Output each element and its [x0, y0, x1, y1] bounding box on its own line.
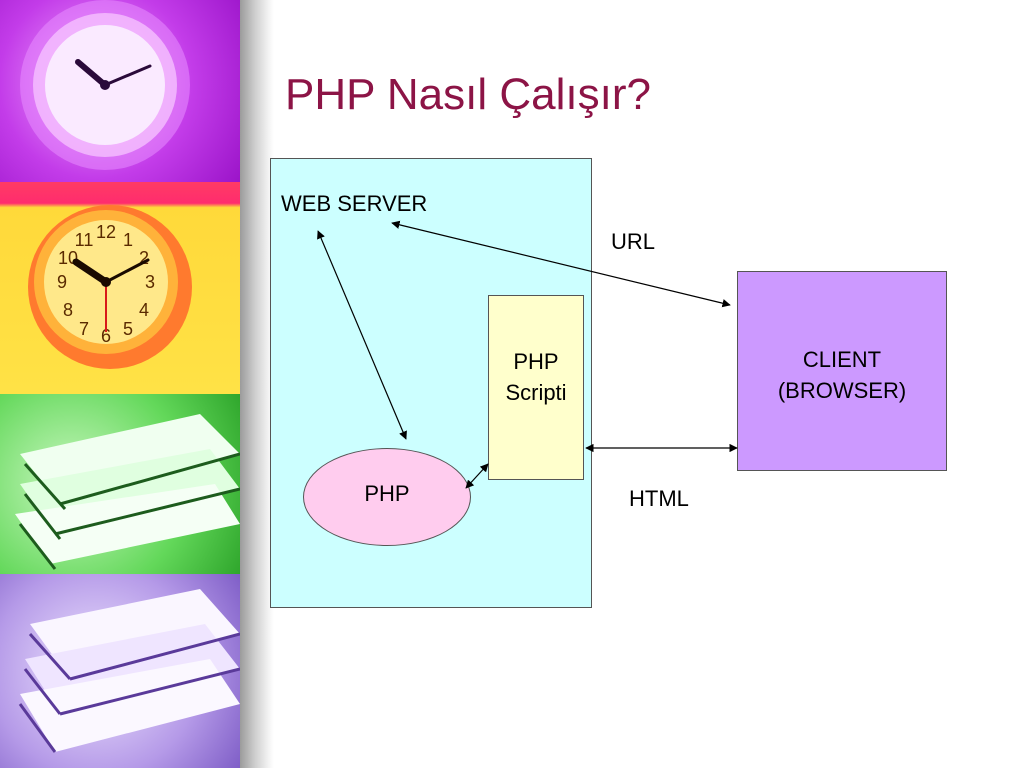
- svg-text:9: 9: [57, 272, 67, 292]
- svg-text:1: 1: [123, 230, 133, 250]
- svg-text:5: 5: [123, 319, 133, 339]
- strip-shadow: [240, 0, 274, 768]
- books-photo-purple: [0, 574, 240, 768]
- books-photo-green: [0, 394, 240, 574]
- client-label-line2: (BROWSER): [777, 378, 907, 403]
- clock-photo-purple: [0, 0, 240, 182]
- php-script-box: PHP Scripti: [488, 295, 584, 480]
- html-label: HTML: [629, 486, 689, 511]
- svg-text:2: 2: [139, 248, 149, 268]
- url-label: URL: [611, 229, 656, 254]
- php-script-label-line2: Scripti: [505, 380, 567, 405]
- svg-text:3: 3: [145, 272, 155, 292]
- svg-text:8: 8: [63, 300, 73, 320]
- client-label-line1: CLIENT: [802, 347, 882, 372]
- slide-title: PHP Nasıl Çalışır?: [285, 70, 651, 119]
- client-browser-box: CLIENT (BROWSER): [737, 271, 947, 471]
- php-script-label-line1: PHP: [513, 349, 559, 374]
- svg-text:11: 11: [75, 230, 94, 250]
- svg-text:4: 4: [139, 300, 149, 320]
- php-engine-label: PHP: [364, 481, 410, 506]
- svg-text:7: 7: [79, 319, 89, 339]
- svg-text:12: 12: [96, 222, 116, 242]
- php-engine-ellipse: PHP: [303, 448, 471, 546]
- web-server-label: WEB SERVER: [281, 191, 428, 216]
- svg-text:6: 6: [101, 326, 111, 346]
